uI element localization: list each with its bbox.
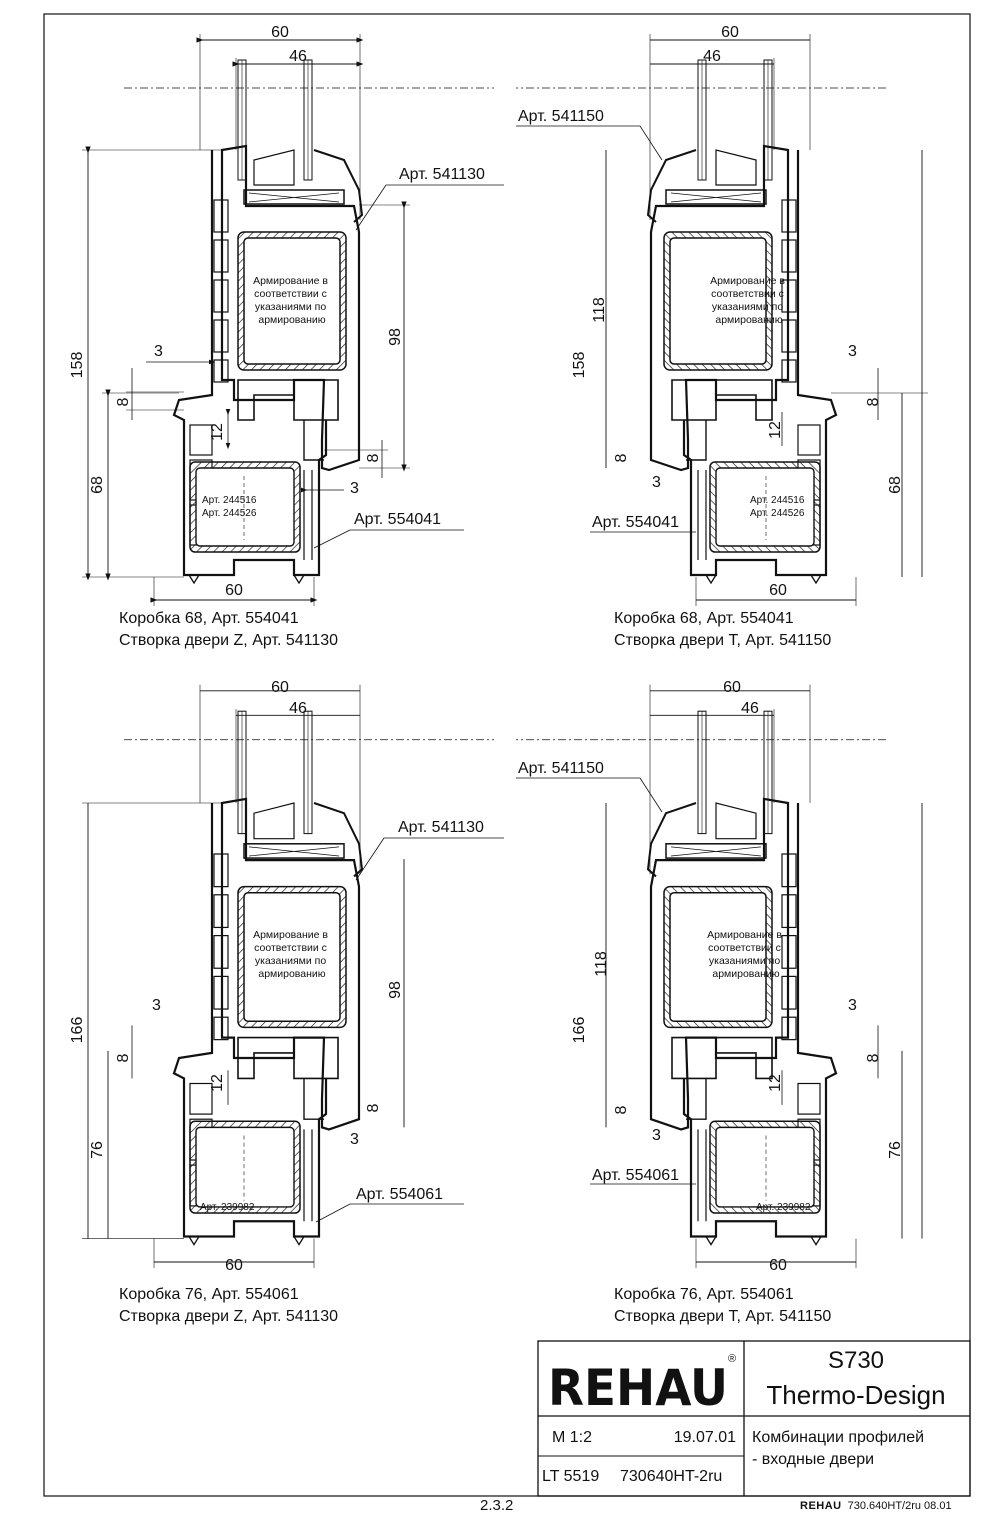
dim-frame-width-bottom: 60 bbox=[769, 1257, 787, 1274]
drawing-4-labels: 60 46 166 118 76 3 8 12 8 3 60 Арт. 5411… bbox=[516, 679, 904, 1274]
dim-overlap-8a: 8 bbox=[865, 397, 882, 406]
dim-total-height: 158 bbox=[571, 352, 588, 379]
dim-frame-width-bottom: 60 bbox=[225, 582, 243, 599]
dim-gap-3a: 3 bbox=[152, 997, 161, 1014]
dim-gap-3b: 3 bbox=[652, 1127, 661, 1144]
caption-frame: Коробка 76, Арт. 554061 bbox=[614, 1286, 794, 1303]
dim-sash-height: 118 bbox=[591, 297, 608, 323]
footer-code: REHAU 730.640HT/2ru 08.01 bbox=[800, 1500, 952, 1512]
inner-art-note: Арт. 239982 bbox=[200, 1202, 255, 1213]
inner-art-note: Арт. 244516 Арт. 244526 bbox=[750, 495, 807, 519]
dim-glass-width: 46 bbox=[703, 48, 721, 65]
caption-sash: Створка двери Z, Арт. 541130 bbox=[119, 632, 339, 649]
dim-overlap-8a: 8 bbox=[115, 1053, 132, 1062]
drawing-1: 60 46 158 68 98 3 8 12 8 3 bbox=[69, 24, 504, 606]
dim-overlap-8b: 8 bbox=[365, 1103, 382, 1112]
dim-overlap-8b: 8 bbox=[613, 453, 630, 462]
caption-sash: Створка двери Z, Арт. 541130 bbox=[119, 1308, 339, 1325]
dim-gap-3b: 3 bbox=[652, 474, 661, 491]
label-frame-art: Арт. 554061 bbox=[592, 1167, 679, 1184]
dim-lower-height: 76 bbox=[887, 1141, 904, 1159]
page-number: 2.3.2 bbox=[480, 1497, 514, 1514]
scale: M 1:2 bbox=[552, 1429, 592, 1446]
label-frame-art: Арт. 554041 bbox=[592, 514, 679, 531]
dim-gap-3a: 3 bbox=[848, 997, 857, 1014]
system-name: S730 bbox=[828, 1347, 884, 1374]
label-sash-art: Арт. 541150 bbox=[518, 108, 604, 125]
dim-overlap-8a: 8 bbox=[865, 1053, 882, 1062]
drawing-2 bbox=[514, 34, 928, 606]
series-name: Thermo-Design bbox=[766, 1380, 945, 1410]
dim-lower-height: 68 bbox=[89, 476, 106, 494]
reinforcement-note: Армирование в соответствии с указаниями … bbox=[253, 275, 331, 326]
footer-brand: REHAU bbox=[800, 1500, 842, 1512]
description-line-1: Комбинации профилей bbox=[752, 1429, 924, 1446]
caption-sash: Створка двери T, Арт. 541150 bbox=[614, 632, 832, 649]
label-frame-art: Арт. 554041 bbox=[354, 511, 441, 528]
drawing-2-labels: 60 46 158 118 68 3 8 12 8 3 60 Арт. 5411… bbox=[516, 24, 904, 599]
date: 19.07.01 bbox=[674, 1429, 736, 1446]
dim-sash-height: 118 bbox=[593, 951, 610, 977]
caption-frame: Коробка 68, Арт. 554041 bbox=[614, 610, 794, 627]
drawing-4 bbox=[514, 684, 923, 1269]
sheet-border bbox=[43, 13, 971, 1497]
dim-frame-width-top: 60 bbox=[271, 679, 289, 696]
description-line-2: - входные двери bbox=[752, 1451, 874, 1468]
dim-sash-height: 98 bbox=[387, 328, 404, 346]
dim-gap-3b: 3 bbox=[350, 1131, 359, 1148]
reinforcement-note: Армирование в соответствии с указаниями … bbox=[253, 929, 331, 980]
caption-drawing-1: Коробка 68, Арт. 554041 Створка двери Z,… bbox=[119, 608, 338, 652]
doc-ref: LT 5519 bbox=[542, 1468, 599, 1485]
brand-logo: REHAU bbox=[548, 1359, 728, 1417]
reinforcement-note: Армирование в соответствии с указаниями … bbox=[710, 275, 788, 326]
dim-lower-height: 68 bbox=[887, 476, 904, 494]
dim-rebate-12: 12 bbox=[767, 421, 784, 439]
caption-frame: Коробка 68, Арт. 554041 bbox=[119, 610, 299, 627]
dim-gap-3b: 3 bbox=[350, 480, 359, 497]
dim-rebate-12: 12 bbox=[767, 1074, 784, 1092]
dim-total-height: 166 bbox=[69, 1017, 86, 1044]
dim-sash-height: 98 bbox=[387, 981, 404, 999]
dim-overlap-8a: 8 bbox=[115, 397, 132, 406]
dim-lower-height: 76 bbox=[89, 1141, 106, 1159]
dim-frame-width-top: 60 bbox=[721, 24, 739, 41]
dim-overlap-8b: 8 bbox=[365, 453, 382, 462]
dim-glass-width: 46 bbox=[289, 48, 307, 65]
dim-glass-width: 46 bbox=[741, 700, 759, 717]
doc-code: 730640HT-2ru bbox=[620, 1468, 722, 1485]
dim-overlap-8b: 8 bbox=[613, 1105, 630, 1114]
dim-frame-width-bottom: 60 bbox=[769, 582, 787, 599]
inner-art-note: Арт. 244516 Арт. 244526 bbox=[202, 495, 259, 519]
title-block: REHAU ® S730 Thermo-Design M 1:2 19.07.0… bbox=[537, 1340, 971, 1497]
caption-drawing-4: Коробка 76, Арт. 554061 Створка двери T,… bbox=[614, 1284, 831, 1328]
label-frame-art: Арт. 554061 bbox=[356, 1186, 443, 1203]
caption-drawing-2: Коробка 68, Арт. 554041 Створка двери T,… bbox=[614, 608, 831, 652]
drawing-3 bbox=[82, 684, 496, 1269]
dim-total-height: 158 bbox=[69, 352, 86, 379]
footer-doc-code: 730.640HT/2ru 08.01 bbox=[847, 1500, 952, 1512]
dim-gap-3a: 3 bbox=[154, 343, 163, 360]
inner-art-note: Арт. 239982 bbox=[756, 1202, 811, 1213]
dim-rebate-12: 12 bbox=[209, 423, 226, 441]
brand-registered: ® bbox=[728, 1353, 736, 1365]
label-sash-art: Арт. 541150 bbox=[518, 760, 604, 777]
reinforcement-note: Армирование в соответствии с указаниями … bbox=[707, 929, 785, 980]
label-sash-art: Арт. 541130 bbox=[398, 819, 484, 836]
dim-frame-width-top: 60 bbox=[723, 679, 741, 696]
dim-frame-width-top: 60 bbox=[271, 24, 289, 41]
dim-total-height: 166 bbox=[571, 1017, 588, 1044]
dim-rebate-12: 12 bbox=[209, 1074, 226, 1092]
dim-glass-width: 46 bbox=[289, 700, 307, 717]
label-sash-art: Арт. 541130 bbox=[399, 166, 485, 183]
caption-drawing-3: Коробка 76, Арт. 554061 Створка двери Z,… bbox=[119, 1284, 338, 1328]
dim-frame-width-bottom: 60 bbox=[225, 1257, 243, 1274]
drawing-3-labels: 60 46 166 76 98 3 8 12 8 3 60 Арт. 54113… bbox=[69, 679, 504, 1274]
caption-frame: Коробка 76, Арт. 554061 bbox=[119, 1286, 299, 1303]
caption-sash: Створка двери T, Арт. 541150 bbox=[614, 1308, 832, 1325]
dim-gap-3a: 3 bbox=[848, 343, 857, 360]
